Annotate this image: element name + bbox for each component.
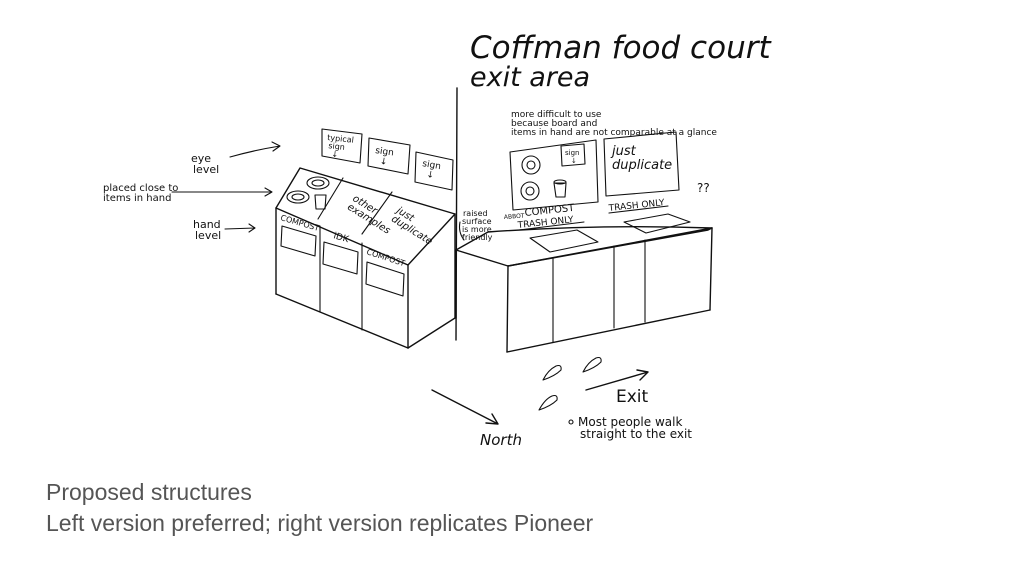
abbot-label: ABBOT: [504, 213, 525, 221]
right-just-duplicate: just duplicate: [610, 144, 672, 173]
title-line-1: Coffman food court: [470, 30, 772, 66]
right-counter: [455, 213, 713, 353]
other-examples-note: other examples: [345, 193, 397, 236]
svg-text:sign ↓: sign ↓: [373, 146, 397, 169]
compost-label: COMPOST: [524, 203, 576, 219]
hand-level-label: hand level: [193, 218, 224, 242]
sketch-drawing: Coffman food court exit area eye level p…: [103, 30, 772, 449]
north-label: North: [480, 431, 522, 449]
caption-line-1: Proposed structures: [46, 479, 252, 505]
svg-text:sign ↓: sign ↓: [565, 149, 582, 165]
sign-2: sign ↓: [367, 137, 411, 175]
trash-only-underline-2: [608, 205, 669, 214]
trash-only-underline-1: [518, 221, 585, 231]
placed-close-label: placed close to items in hand: [103, 183, 182, 204]
walk-note-bullet: [568, 419, 574, 425]
sign-3: sign ↓: [414, 151, 454, 191]
walk-note: Most people walk straight to the exit: [578, 415, 692, 441]
sign-typical: typical sign ↓: [321, 128, 363, 164]
just-duplicate-note: just duplicate: [387, 204, 439, 247]
eye-level-arrow: [229, 141, 281, 158]
bin-label-idk: iDK: [332, 231, 351, 245]
svg-text:sign ↓: sign ↓: [420, 159, 445, 182]
svg-text:typical sign ↓: typical sign ↓: [325, 133, 357, 161]
left-bin-unit: [275, 167, 456, 349]
north-arrow: [431, 389, 499, 425]
right-note: more difficult to use because board and …: [511, 110, 717, 138]
exit-arrow: [585, 369, 649, 391]
placed-close-arrow: [171, 187, 273, 197]
right-sign-board: sign ↓: [509, 131, 680, 211]
caption-line-2: Left version preferred; right version re…: [46, 510, 594, 536]
hand-level-arrow: [224, 223, 256, 233]
footprints: [538, 356, 602, 411]
exit-label: Exit: [616, 387, 649, 407]
bin-label-compost-2: COMPOST: [365, 247, 406, 268]
question-marks: ??: [697, 181, 710, 195]
title-line-2: exit area: [470, 62, 590, 93]
eye-level-label: eye level: [191, 152, 219, 176]
bin-label-compost-1: COMPOST: [279, 213, 320, 233]
raised-surface-arrow: [458, 221, 465, 241]
